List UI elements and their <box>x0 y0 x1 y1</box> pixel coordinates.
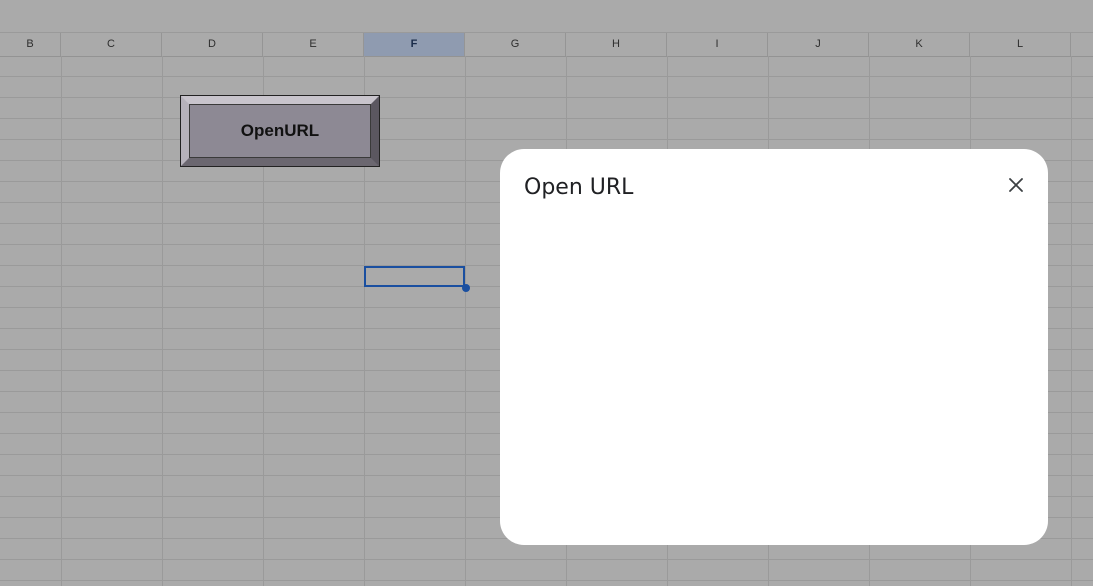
column-header-k[interactable]: K <box>869 33 970 56</box>
dialog-title: Open URL <box>524 175 634 200</box>
active-cell-selection[interactable] <box>364 266 465 287</box>
column-header-row: B C D E F G H I J K L <box>0 33 1093 57</box>
grid-line <box>465 56 466 586</box>
close-icon <box>1008 177 1024 198</box>
toolbar-area <box>0 0 1093 33</box>
button-bevel <box>181 96 379 166</box>
grid-line <box>1071 56 1072 586</box>
column-header-d[interactable]: D <box>162 33 263 56</box>
column-header-l[interactable]: L <box>970 33 1071 56</box>
column-header-c[interactable]: C <box>61 33 162 56</box>
grid-line <box>61 56 62 586</box>
open-url-dialog: Open URL <box>500 149 1048 545</box>
column-header-g[interactable]: G <box>465 33 566 56</box>
column-header-b[interactable]: B <box>0 33 61 56</box>
openurl-button-label: OpenURL <box>189 104 371 158</box>
grid-line <box>162 56 163 586</box>
fill-handle[interactable] <box>462 284 470 292</box>
column-header-j[interactable]: J <box>768 33 869 56</box>
column-header-i[interactable]: I <box>667 33 768 56</box>
close-button[interactable] <box>1002 173 1030 201</box>
column-header-f[interactable]: F <box>364 33 465 56</box>
grid-line <box>364 56 365 586</box>
column-header-e[interactable]: E <box>263 33 364 56</box>
column-header-h[interactable]: H <box>566 33 667 56</box>
grid-line <box>263 56 264 586</box>
openurl-button[interactable]: OpenURL <box>180 95 380 167</box>
